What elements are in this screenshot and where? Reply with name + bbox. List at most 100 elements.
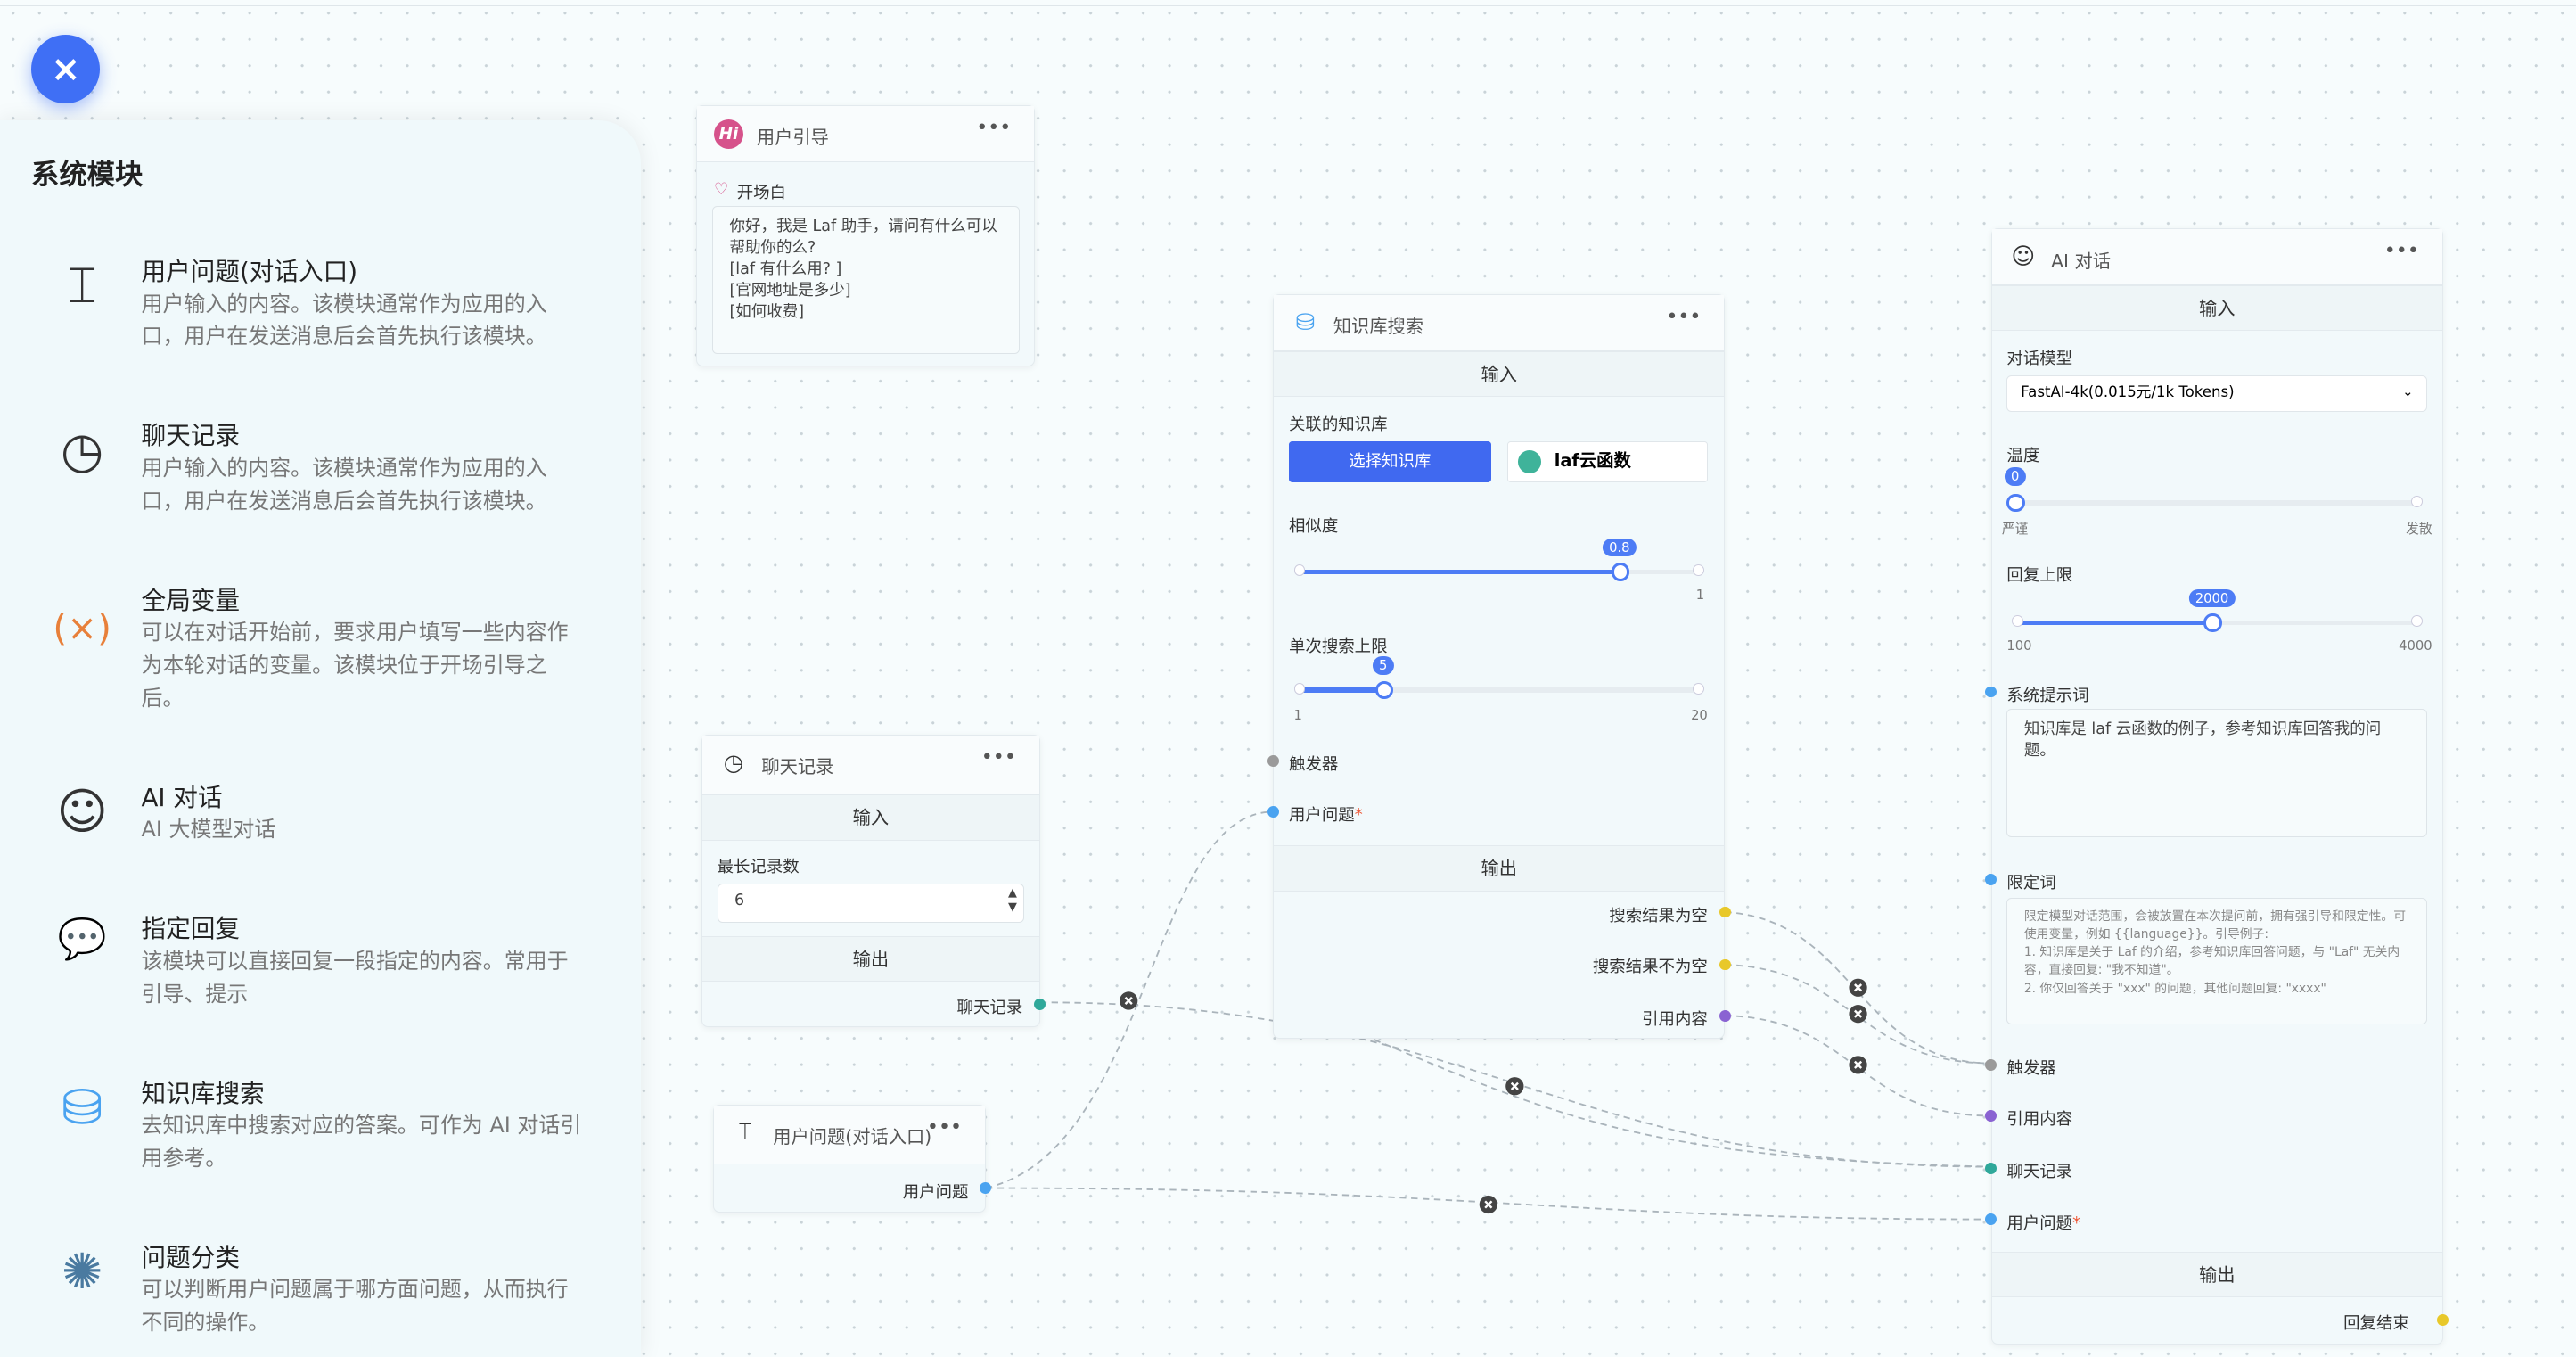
max-reply-slider[interactable]: [2011, 613, 2423, 632]
chat-bubble-icon: 💬: [57, 916, 107, 962]
variable-icon: (×): [53, 606, 111, 650]
clock-icon: ◷: [723, 749, 744, 777]
trigger-port[interactable]: [1985, 1058, 1998, 1071]
opening-label: 开场白: [736, 183, 786, 202]
user-question-label: 用户问题: [2006, 1213, 2073, 1233]
robot-icon: ☺: [56, 784, 108, 842]
similarity-value: 0.8: [1602, 538, 1637, 557]
database-icon: ⛁: [1295, 308, 1316, 336]
lightbulb-icon: ✺: [61, 1244, 103, 1302]
output-nonempty-label: 搜索结果不为空: [1592, 957, 1708, 976]
node-kb-search[interactable]: ⛁知识库搜索••• 输入 关联的知识库 选择知识库 laf云函数 相似度 0.8…: [1267, 293, 1731, 1039]
quote-label: 引用内容: [2006, 1110, 2073, 1130]
temperature-slider[interactable]: [2006, 493, 2423, 513]
select-kb-button[interactable]: 选择知识库: [1288, 440, 1491, 482]
output-label: 聊天记录: [956, 999, 1023, 1018]
history-label: 聊天记录: [2006, 1163, 2073, 1182]
slider-handle[interactable]: [2006, 493, 2025, 513]
slider-handle[interactable]: [1611, 563, 1629, 581]
tick-label: 4000: [2399, 638, 2432, 654]
model-select[interactable]: FastAI-4k(0.015元/1k Tokens)⌄: [2006, 375, 2428, 412]
quote-port[interactable]: [1985, 1110, 1998, 1122]
more-icon[interactable]: •••: [976, 116, 1012, 139]
output-quote-label: 引用内容: [1642, 1009, 1708, 1029]
done-label: 回复结束: [2343, 1313, 2409, 1333]
slider-handle[interactable]: [1374, 681, 1393, 700]
module-desc: 可以在对话开始前，要求用户填写一些内容作为本轮对话的变量。该模块位于开场引导之后…: [141, 620, 569, 711]
section-output: 输出: [1991, 1251, 2442, 1298]
user-question-port[interactable]: [1267, 806, 1279, 818]
module-desc: 去知识库中搜索对应的答案。可作为 AI 对话引用参考。: [141, 1113, 582, 1171]
system-prompt-textarea[interactable]: 知识库是 laf 云函数的例子，参考知识库回答我的问题。: [2006, 709, 2428, 838]
kb-tag[interactable]: laf云函数: [1507, 440, 1708, 482]
trigger-label: 触发器: [2006, 1059, 2056, 1079]
database-icon: ⛁: [61, 1079, 103, 1137]
linked-kb-label: 关联的知识库: [1288, 415, 1388, 434]
close-button[interactable]: ×: [31, 34, 101, 104]
tick-label: 1: [1293, 707, 1302, 723]
output-port[interactable]: [980, 1182, 992, 1195]
history-port[interactable]: [1985, 1163, 1998, 1174]
module-title: 全局变量: [141, 585, 240, 615]
edge-empty-trigger: [1725, 911, 1991, 1065]
output-port[interactable]: [1719, 906, 1731, 918]
output-port[interactable]: [1719, 958, 1731, 971]
clock-icon: ◷: [61, 422, 104, 480]
section-output: 输出: [702, 935, 1039, 983]
module-title: 问题分类: [141, 1242, 240, 1272]
more-icon[interactable]: •••: [980, 744, 1016, 769]
node-title: 用户引导: [756, 127, 829, 149]
stepper-icon[interactable]: ▲▼: [1007, 885, 1017, 915]
kb-logo-icon: [1518, 450, 1541, 473]
temperature-value: 0: [2004, 467, 2026, 487]
output-label: 用户问题: [902, 1182, 969, 1202]
tick-label: 20: [1691, 707, 1708, 723]
limit-port[interactable]: [1985, 873, 1998, 885]
more-icon[interactable]: •••: [926, 1114, 963, 1139]
user-question-port[interactable]: [1985, 1213, 1998, 1226]
module-desc: 用户输入的内容。该模块通常作为应用的入口，用户在发送消息后会首先执行该模块。: [141, 291, 547, 350]
node-user-question[interactable]: ⌶用户问题(对话入口)••• 用户问题: [712, 1104, 992, 1213]
more-icon[interactable]: •••: [1666, 304, 1702, 328]
search-limit-slider[interactable]: [1293, 681, 1705, 700]
module-title: 知识库搜索: [141, 1078, 265, 1108]
more-icon[interactable]: •••: [2383, 239, 2419, 263]
section-output: 输出: [1274, 845, 1725, 892]
required-mark: *: [1354, 806, 1363, 826]
section-input: 输入: [1991, 284, 2442, 332]
edge-question-kb: [985, 810, 1274, 1189]
slider-handle[interactable]: [2203, 613, 2222, 632]
max-reply-value: 2000: [2188, 588, 2236, 608]
module-desc: 用户输入的内容。该模块通常作为应用的入口，用户在发送消息后会首先执行该模块。: [141, 455, 547, 514]
system-prompt-label: 系统提示词: [2006, 686, 2089, 705]
module-desc: AI 大模型对话: [141, 817, 276, 843]
limit-textarea[interactable]: 限定模型对话范围，会被放置在本次提问前，拥有强引导和限定性。可使用变量，例如 {…: [2006, 898, 2428, 1025]
similarity-slider[interactable]: [1293, 563, 1705, 581]
system-prompt-port[interactable]: [1985, 686, 1998, 698]
module-title: 指定回复: [141, 914, 240, 944]
output-port[interactable]: [1719, 1009, 1731, 1022]
temperature-label: 温度: [2006, 446, 2040, 465]
model-label: 对话模型: [2006, 350, 2073, 369]
tick-label: 100: [2006, 638, 2032, 654]
system-modules-panel: 系统模块 ⌶用户问题(对话入口)用户输入的内容。该模块通常作为应用的入口，用户在…: [0, 119, 641, 1357]
opening-textarea[interactable]: 你好，我是 Laf 助手，请问有什么可以帮助你的么? [laf 有什么用? ] …: [712, 206, 1020, 355]
similarity-label: 相似度: [1288, 517, 1339, 537]
max-records-label: 最长记录数: [717, 857, 800, 876]
trigger-label: 触发器: [1288, 755, 1339, 775]
output-port[interactable]: [1034, 998, 1046, 1010]
done-port[interactable]: [2437, 1313, 2449, 1326]
user-question-label: 用户问题: [1288, 806, 1355, 826]
node-chat-history[interactable]: ◷聊天记录••• 输入 最长记录数 6▲▼ 输出 聊天记录: [701, 734, 1046, 1027]
edge-kb-history: [1363, 1034, 1991, 1168]
trigger-port[interactable]: [1267, 754, 1279, 767]
divider: [0, 4, 2576, 7]
max-records-input[interactable]: 6▲▼: [717, 883, 1025, 923]
node-title: 知识库搜索: [1333, 316, 1424, 338]
required-mark: *: [2072, 1213, 2081, 1233]
limit-label: 限定词: [2006, 873, 2056, 892]
node-ai-chat[interactable]: ☺AI 对话••• 输入 对话模型 FastAI-4k(0.015元/1k To…: [1985, 228, 2449, 1345]
